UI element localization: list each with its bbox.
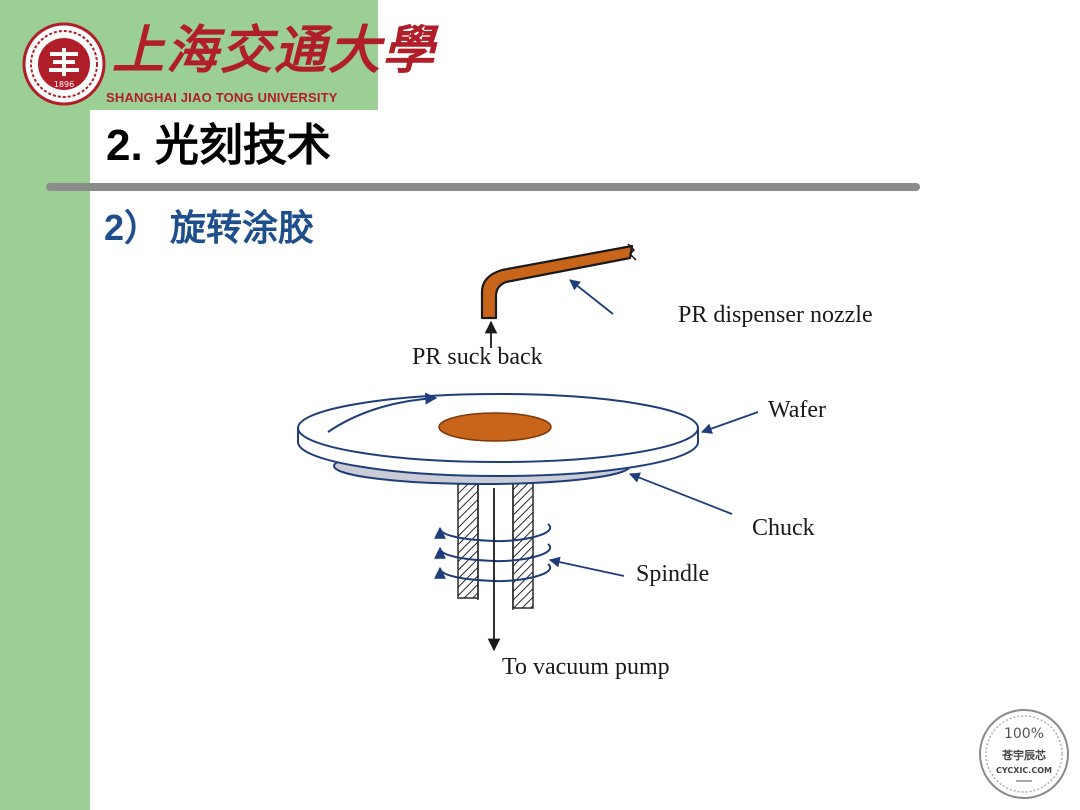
spindle-shaft [457,481,534,610]
label-spindle: Spindle [636,561,709,587]
spindle-rotation-arrows [434,523,552,583]
university-name-en: SHANGHAI JIAO TONG UNIVERSITY [106,90,338,105]
label-vacuum-pump: To vacuum pump [502,654,670,680]
watermark-top: 100% [1004,726,1044,742]
university-logo: 1896 [22,22,106,106]
wafer-leader-arrow [700,411,759,434]
spin-coating-diagram: PR dispenser nozzle PR suck back Wafer C… [297,243,873,680]
university-name-cn: 上海交通大學 [112,20,437,81]
dispenser-nozzle [480,243,637,320]
logo-year: 1896 [54,80,74,89]
chuck-leader-arrow [628,472,733,515]
wafer-rotation-arrow [327,392,438,433]
nozzle-leader-arrow [569,279,614,315]
watermark-bottom: CYCXIC.COM [996,766,1052,775]
label-chuck: Chuck [752,515,815,541]
label-wafer: Wafer [768,397,826,423]
spindle-leader-arrow [548,556,625,577]
photoresist-puddle [438,412,552,442]
title-divider [46,183,920,191]
watermark-middle: 苍宇辰芯 [1001,748,1046,762]
slide-subtitle: 2） 旋转涂胶 [104,207,315,248]
label-suck-back: PR suck back [412,344,543,370]
side-bar [0,0,90,810]
watermark-stamp: 100% 苍宇辰芯 CYCXIC.COM [979,709,1069,799]
label-dispenser-nozzle: PR dispenser nozzle [678,302,873,328]
slide-title: 2. 光刻技术 [106,121,331,170]
